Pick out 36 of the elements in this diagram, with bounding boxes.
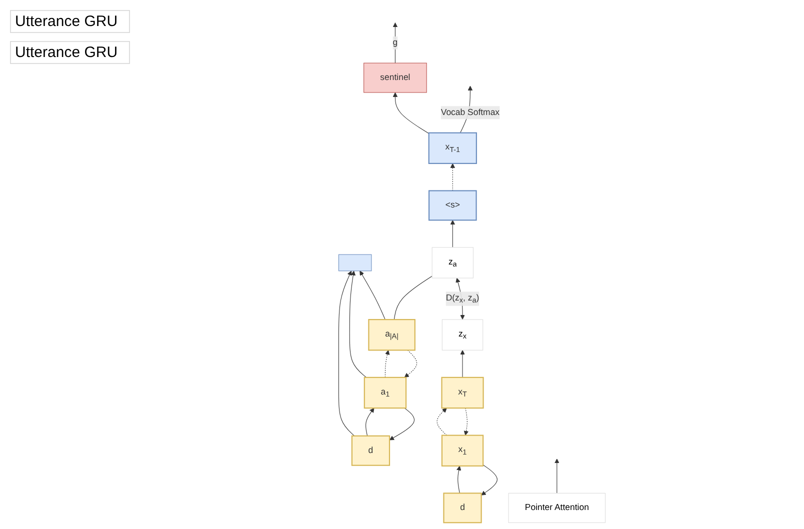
- arrow: [404, 350, 418, 378]
- arrow: [392, 22, 398, 64]
- edge-label: D(z$_{x}$, z$_{a}$): [446, 293, 480, 304]
- node-box: z$_{a}$: [432, 247, 474, 278]
- arrow: [481, 464, 498, 496]
- arrow: [384, 350, 390, 378]
- arrow: [365, 408, 374, 436]
- arrow: [349, 270, 367, 378]
- arrow: [436, 408, 447, 436]
- node-box: Pointer Attention: [508, 492, 606, 523]
- arrow: [450, 220, 456, 248]
- node-bar: [338, 254, 372, 272]
- arrow: [389, 408, 415, 440]
- node-box: sentinel: [364, 62, 427, 93]
- connector: [394, 276, 432, 320]
- node-box: <s>: [428, 190, 477, 221]
- node-box: x$_{T}$: [441, 376, 484, 409]
- arrow: [450, 163, 456, 191]
- node-box: x$_{1}$: [441, 434, 484, 466]
- arrow: [456, 466, 462, 494]
- node-box: a$_{1}$: [364, 376, 407, 409]
- arrow: [392, 92, 430, 134]
- node-box: d: [351, 435, 390, 466]
- node-box: a$_{|A|}$: [368, 319, 416, 351]
- edge-label: g: [392, 38, 398, 48]
- edge-label: Vocab Softmax: [440, 108, 500, 118]
- arrow: [460, 350, 465, 378]
- arrow: [554, 458, 560, 494]
- arrow: [338, 270, 355, 436]
- node-box: x$_{T-1}$: [428, 132, 477, 164]
- arrow: [360, 270, 386, 320]
- row-label: Utterance GRU: [10, 10, 130, 33]
- node-box: z$_{x}$: [442, 319, 484, 350]
- node-box: d: [443, 492, 482, 524]
- arrow: [464, 408, 469, 436]
- row-label: Utterance GRU: [10, 41, 130, 64]
